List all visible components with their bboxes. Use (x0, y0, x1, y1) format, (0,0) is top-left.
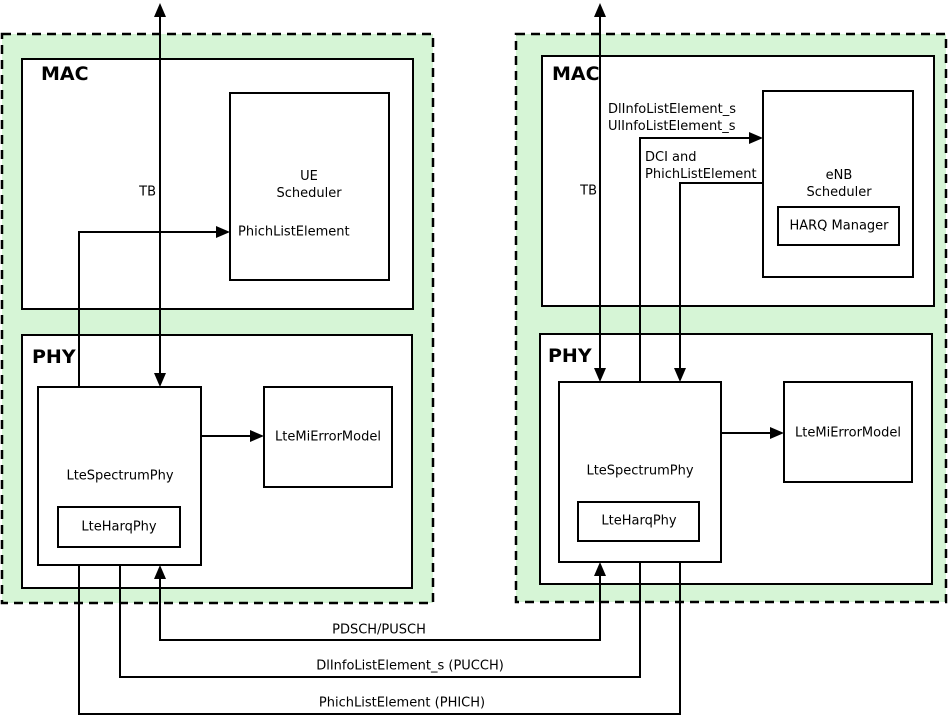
enb-dci-phich-label: DCI and PhichListElement (645, 150, 757, 182)
enb-ulinfo-arrowhead (749, 132, 763, 144)
enb-ulinfo-dlinfo-label: DlInfoListElement_s UlInfoListElement_s (608, 102, 737, 134)
enb-error-model-label: LteMiErrorModel (795, 425, 901, 441)
ue-scheduler-phich-input-label: PhichListElement (238, 224, 350, 240)
ue-error-model-label: LteMiErrorModel (275, 429, 381, 445)
ue-harq-phy-label: LteHarqPhy (81, 519, 157, 535)
pdsch-left-arrowhead (154, 565, 166, 579)
enb-tb-label: TB (580, 183, 597, 199)
phich-bus (78, 562, 681, 715)
ue-scheduler-box (229, 92, 390, 281)
ue-error-model-arrowhead (250, 430, 264, 442)
pdsch-pusch-bus (159, 575, 601, 641)
phich-label: PhichListElement (PHICH) (318, 695, 486, 711)
ue-tb-label: TB (139, 184, 156, 200)
ue-phich-arrowhead (216, 226, 230, 238)
pucch-bus (119, 562, 641, 678)
enb-phy-title: PHY (548, 345, 592, 367)
enb-harq-manager-box (777, 206, 900, 246)
enb-spectrum-phy-label: LteSpectrumPhy (586, 463, 694, 479)
pusch-right-arrowhead (594, 562, 606, 576)
pdsch-pusch-label: PDSCH/PUSCH (332, 622, 426, 638)
ue-spectrum-phy-label: LteSpectrumPhy (66, 468, 174, 484)
ue-phich-to-scheduler-connector (78, 231, 218, 387)
enb-tb-down-arrowhead (594, 368, 606, 382)
ue-mac-title: MAC (41, 63, 89, 85)
ue-error-model-box (263, 386, 393, 488)
ue-scheduler-title: UE Scheduler (276, 169, 342, 201)
enb-error-model-box (783, 381, 913, 483)
enb-harq-manager-label: HARQ Manager (789, 218, 889, 234)
enb-error-model-arrowhead (770, 427, 784, 439)
enb-scheduler-title: eNB Scheduler (806, 168, 872, 200)
enb-tb-up-arrowhead (594, 3, 606, 17)
enb-harq-phy-label: LteHarqPhy (601, 513, 677, 529)
ue-tb-up-arrowhead (154, 3, 166, 17)
ue-tb-down-arrowhead (154, 373, 166, 387)
ue-harq-phy-box (57, 506, 181, 548)
ue-phy-title: PHY (32, 346, 76, 368)
enb-harq-phy-box (577, 501, 700, 542)
enb-dci-arrowhead (674, 368, 686, 382)
pucch-label: DlInfoListElement_s (PUCCH) (316, 658, 504, 674)
enb-ulinfo-to-scheduler-connector (639, 137, 752, 382)
enb-mac-title: MAC (552, 63, 600, 85)
enb-dci-to-phy-connector (679, 182, 763, 369)
